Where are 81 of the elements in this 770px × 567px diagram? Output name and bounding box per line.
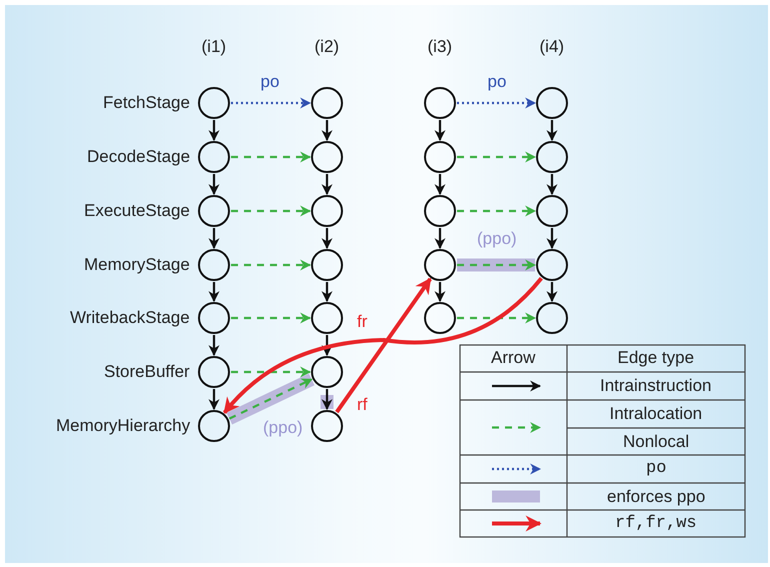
circle-node — [424, 249, 456, 281]
arrow — [457, 206, 536, 216]
circle-node — [536, 87, 568, 119]
legend-label: Intralocation — [610, 404, 702, 424]
circle-node — [311, 195, 343, 227]
legend-label: Intrainstruction — [600, 376, 712, 396]
legend-label: po — [646, 459, 666, 479]
column-header: Edge type — [618, 348, 694, 368]
circle-node — [198, 87, 230, 119]
row-label: ExecuteStage — [84, 201, 190, 221]
arrow — [434, 174, 446, 196]
legend-label: rf,fr,ws — [615, 514, 697, 534]
circle-node — [198, 356, 230, 388]
legend-label: enforces ppo — [607, 486, 706, 506]
circle-node — [311, 356, 343, 388]
arrow — [457, 312, 536, 324]
arrow — [208, 335, 220, 356]
circle-node — [311, 249, 343, 281]
arrow — [231, 260, 312, 270]
edge-label: (ppo) — [477, 229, 517, 249]
arrow — [322, 228, 332, 250]
circle-node — [198, 141, 230, 173]
row-label: MemoryStage — [84, 255, 190, 275]
circle-node — [198, 195, 230, 227]
circle-node — [311, 141, 343, 173]
arrow — [231, 312, 312, 324]
circle-node — [311, 410, 343, 442]
column-header: (i2) — [314, 37, 340, 57]
arrow — [322, 282, 332, 302]
row-label: MemoryHierarchy — [56, 416, 190, 436]
row-label: StoreBuffer — [104, 362, 190, 382]
row-label: WritebackStage — [70, 308, 190, 328]
arrow — [322, 335, 332, 356]
circle-node — [424, 141, 456, 173]
arrow — [231, 366, 312, 378]
edge-label: po — [260, 72, 280, 92]
row-label: FetchStage — [103, 93, 190, 113]
edge-label: fr — [357, 312, 368, 332]
circle-node — [536, 249, 568, 281]
arrow — [335, 278, 432, 414]
arrow — [434, 228, 446, 250]
arrow — [546, 282, 558, 302]
circle-node — [311, 87, 343, 119]
arrow — [208, 282, 220, 302]
circle-node — [424, 302, 456, 334]
arrow — [208, 120, 220, 142]
circle-node — [198, 410, 230, 442]
circle-node — [311, 302, 343, 334]
arrow — [546, 120, 558, 142]
arrow — [208, 174, 220, 196]
arrow — [231, 206, 312, 216]
arrow — [546, 174, 558, 196]
circle-node — [536, 195, 568, 227]
row-label: DecodeStage — [87, 147, 190, 167]
arrow — [546, 228, 558, 250]
circle-node — [424, 195, 456, 227]
arrow — [434, 120, 446, 142]
edge-label: po — [488, 72, 506, 92]
arrow — [457, 152, 536, 162]
edge-label: (ppo) — [263, 418, 303, 438]
arrow — [208, 228, 220, 250]
arrow — [231, 98, 312, 108]
arrow — [322, 120, 332, 142]
arrow — [457, 98, 536, 108]
circle-node — [198, 302, 230, 334]
arrow — [222, 276, 543, 414]
circle-node — [198, 249, 230, 281]
arrow — [322, 174, 332, 196]
arrow — [322, 389, 332, 410]
edge-label: rf — [357, 395, 368, 415]
column-header: (i1) — [202, 37, 226, 57]
legend-label: Nonlocal — [623, 432, 690, 452]
circle-node — [536, 141, 568, 173]
arrow — [434, 282, 446, 302]
circle-node — [536, 302, 568, 334]
column-header: (i4) — [540, 37, 564, 57]
column-header: Arrow — [491, 348, 536, 368]
arrow — [231, 152, 312, 162]
column-header: (i3) — [428, 37, 452, 57]
circle-node — [424, 87, 456, 119]
arrow — [208, 389, 220, 410]
